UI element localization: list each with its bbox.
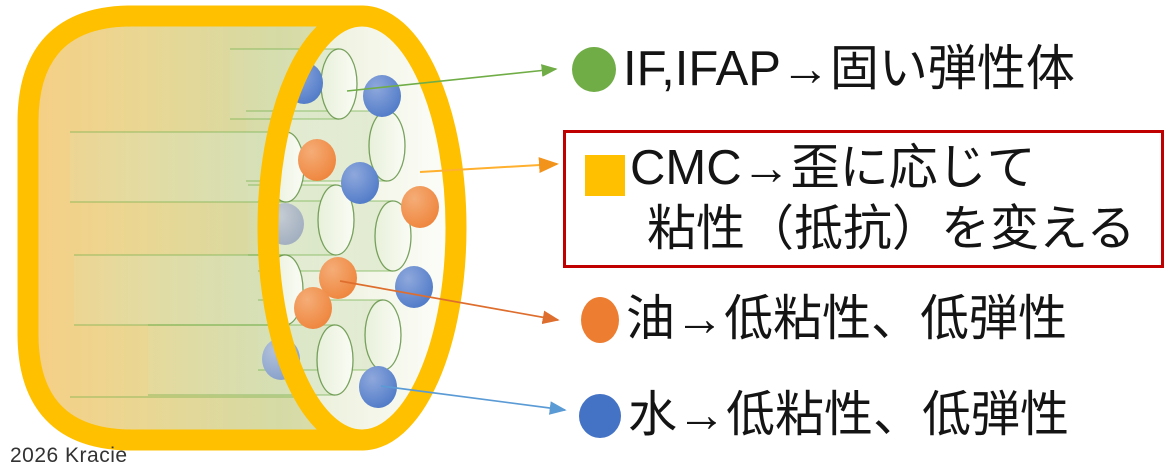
oil-label: 油→低粘性、低弾性 (626, 292, 1068, 346)
oil-dot (319, 257, 357, 299)
legend-if-ifap: IF,IFAP→固い弾性体 (572, 42, 1075, 96)
cmc-label-line1: CMC→歪に応じて (630, 141, 1036, 195)
cmc-label-line2: 粘性（抵抗）を変える (647, 202, 1136, 256)
blue-circle-icon (579, 393, 621, 438)
water-dot (395, 266, 433, 308)
cmc-label: CMC→歪に応じて 粘性（抵抗）を変える (630, 138, 1136, 260)
water-leader-arrow (380, 385, 567, 415)
if-leader-arrow (346, 64, 558, 92)
oil-dot (294, 287, 332, 329)
water-dot (341, 162, 379, 204)
oil-leader-arrow (339, 280, 560, 324)
water-label: 水→低粘性、低弾性 (628, 388, 1070, 442)
legend-oil: 油→低粘性、低弾性 (581, 292, 1068, 346)
cylinder-face-ring (257, 5, 467, 451)
yellow-square-icon (585, 155, 625, 196)
legend-water: 水→低粘性、低弾性 (579, 388, 1070, 442)
if-ifap-label: IF,IFAP→固い弾性体 (623, 42, 1075, 96)
water-dot (363, 75, 401, 117)
green-circle-icon (572, 47, 616, 93)
legend-cmc-box: CMC→歪に応じて 粘性（抵抗）を変える (563, 130, 1164, 268)
oil-dot (298, 139, 336, 181)
cmc-leader-arrow (419, 157, 559, 174)
component-dots (262, 62, 439, 408)
water-dot (359, 366, 397, 408)
orange-circle-icon (581, 296, 619, 343)
oil-dot (401, 186, 439, 228)
copyright-caption: 2026 Kracie (10, 444, 128, 467)
